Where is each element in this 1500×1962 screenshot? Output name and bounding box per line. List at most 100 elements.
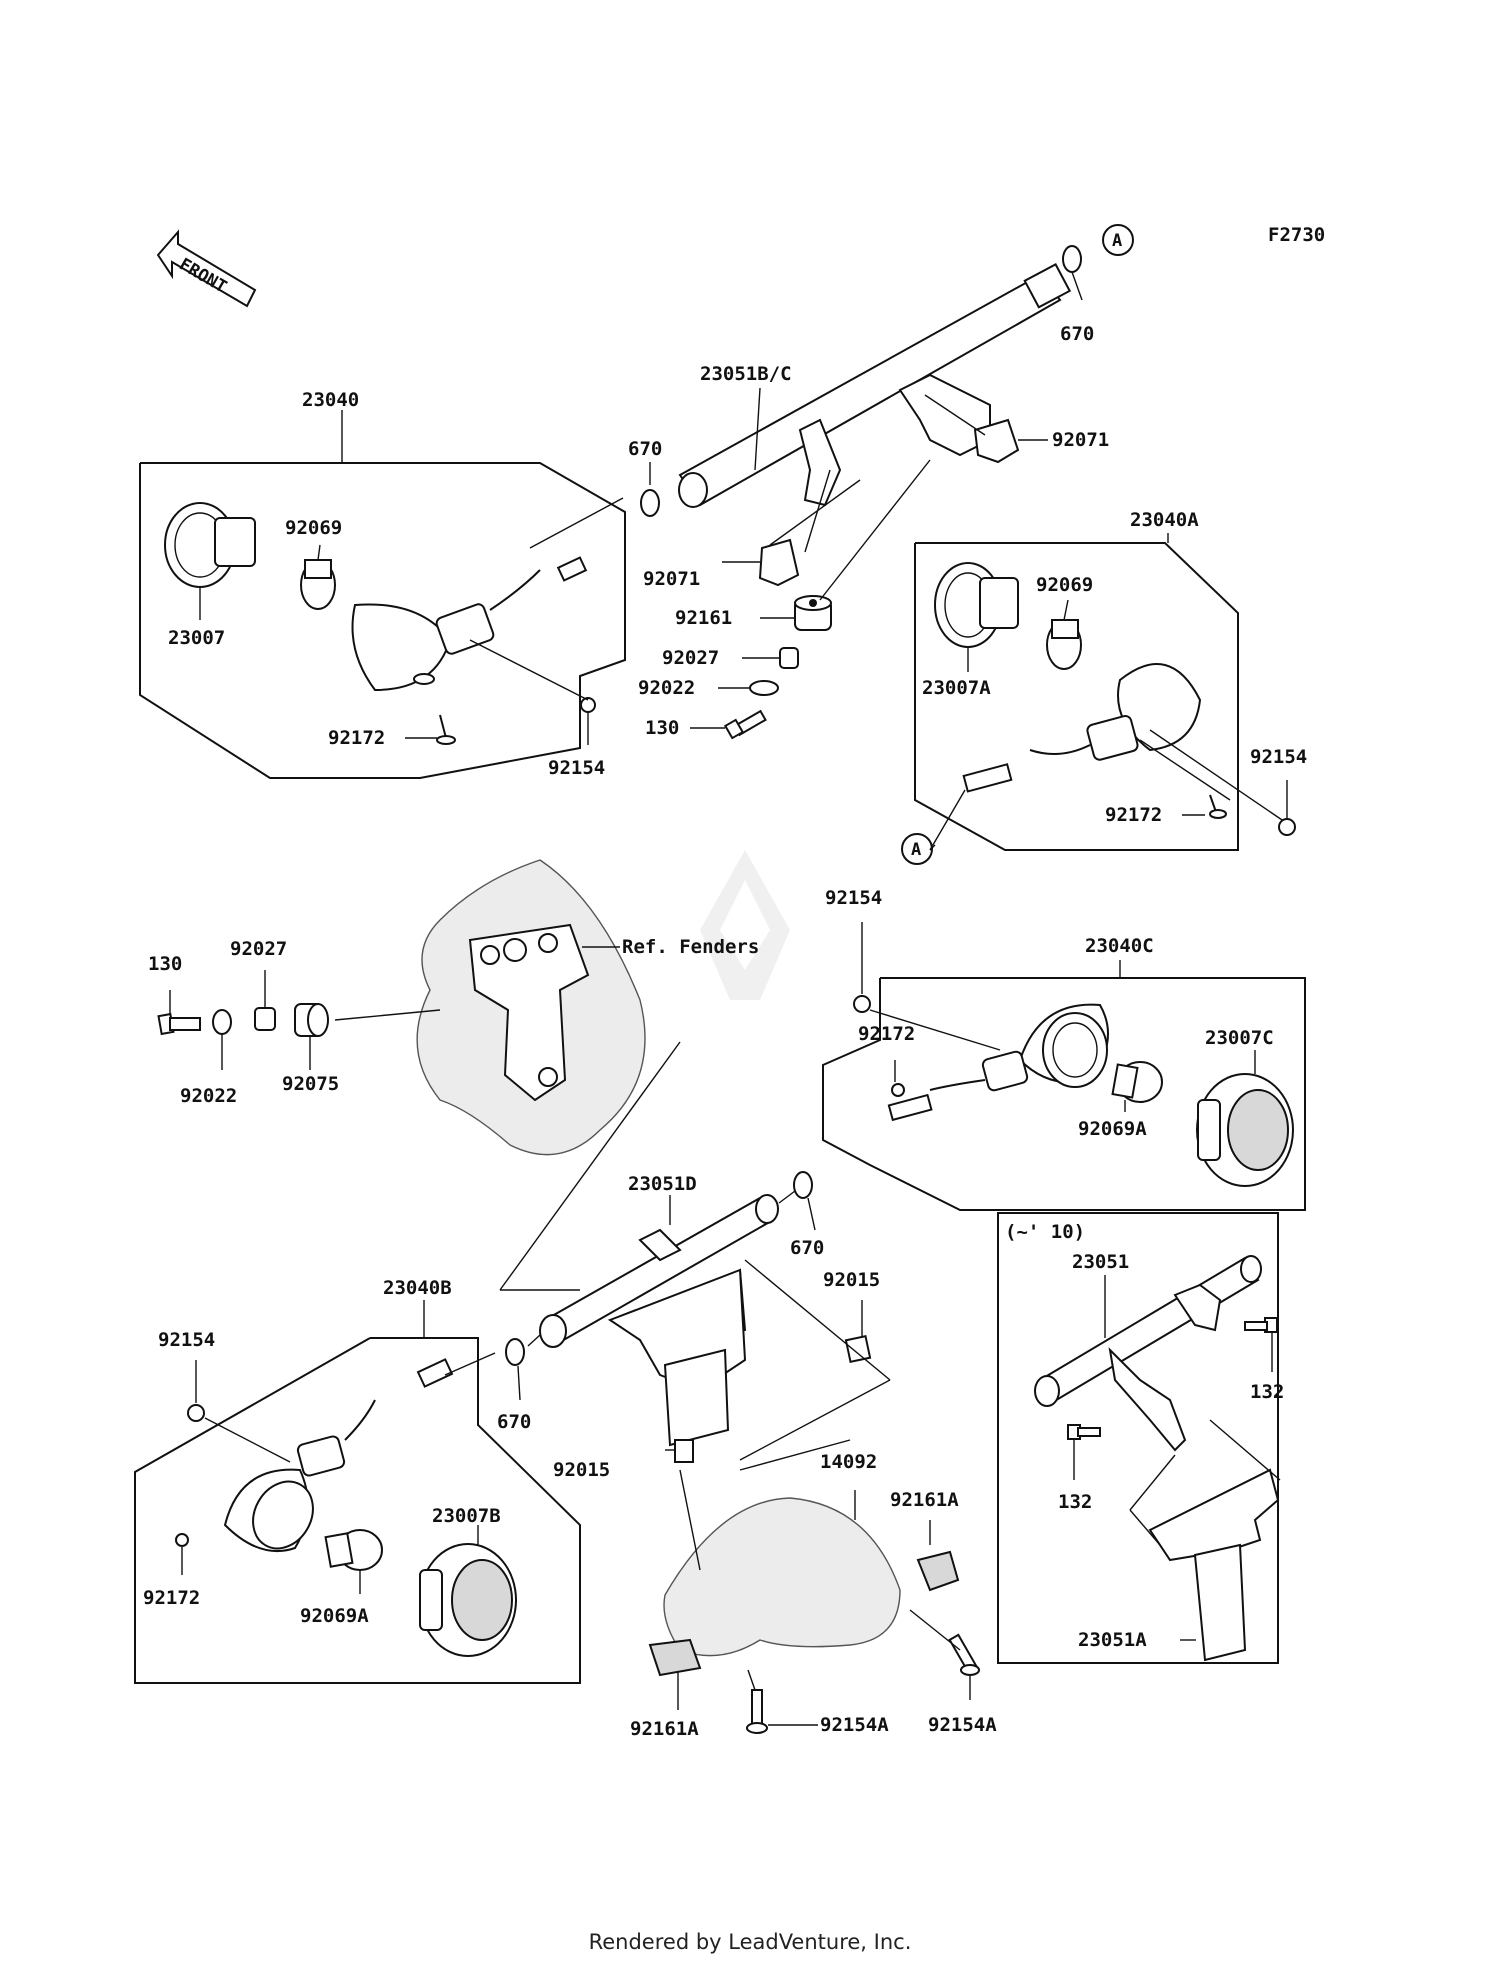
bulb-92069a-left — [324, 1529, 383, 1571]
label-132-right: 132 — [1250, 1381, 1284, 1403]
label-92069-right: 92069 — [1036, 574, 1093, 596]
fender-bracket-ref — [468, 923, 590, 1102]
label-23051a: 23051A — [1078, 1629, 1147, 1651]
screw-92154-mid-right — [853, 995, 871, 1013]
lens-23007 — [164, 502, 256, 588]
screw-92154-lower-left — [187, 1404, 205, 1422]
o-ring-670-top — [1062, 245, 1082, 273]
label-23007b: 23007B — [432, 1505, 501, 1527]
marker-a-top — [1102, 224, 1134, 256]
label-130-mid: 130 — [148, 953, 182, 975]
bolt-132-right — [1244, 1317, 1278, 1333]
pad-92161a-right — [916, 1550, 960, 1592]
label-92161a-left: 92161A — [630, 1718, 699, 1740]
housing-23040b — [223, 1358, 454, 1552]
housing-23040c — [887, 1003, 1109, 1122]
label-92069a-right: 92069A — [1078, 1118, 1147, 1140]
frame-23040a — [914, 542, 1239, 851]
label-92154-top: 92154 — [548, 757, 605, 779]
label-23007: 23007 — [168, 627, 225, 649]
label-23040a: 23040A — [1130, 509, 1199, 531]
screw-92154-top — [580, 697, 596, 713]
nut-92015-right — [844, 1334, 872, 1364]
washer-92022-top — [749, 680, 779, 696]
label-92027-mid: 92027 — [230, 938, 287, 960]
bulb-92069a-right — [1111, 1061, 1163, 1103]
label-92172-top: 92172 — [328, 727, 385, 749]
clip-92071-right — [973, 418, 1020, 464]
marker-a-top-label: A — [1112, 231, 1122, 251]
bar-23051 — [1034, 1255, 1262, 1452]
label-92015-right: 92015 — [823, 1269, 880, 1291]
label-670-a: 670 — [628, 438, 662, 460]
label-92069a-left: 92069A — [300, 1605, 369, 1627]
housing-23040a — [962, 663, 1202, 793]
grommet-92075 — [294, 1003, 329, 1037]
clip-92071-left — [758, 538, 800, 587]
label-92069-top: 92069 — [285, 517, 342, 539]
bolt-92154a-left — [746, 1689, 768, 1734]
label-23051: 23051 — [1072, 1251, 1129, 1273]
bolt-130-top — [723, 709, 767, 740]
front-arrow-icon: FRONT — [156, 229, 257, 308]
footer-credit: Rendered by LeadVenture, Inc. — [588, 1930, 912, 1954]
label-92027-top: 92027 — [662, 647, 719, 669]
pad-92161a-left — [648, 1638, 702, 1677]
label-92075: 92075 — [282, 1073, 339, 1095]
frame-23040c — [822, 977, 1306, 1211]
bolt-132-left — [1067, 1424, 1101, 1440]
screw-92172-top — [436, 714, 456, 745]
label-23051d: 23051D — [628, 1173, 697, 1195]
leadventure-watermark — [700, 850, 790, 1000]
rear-bar-23051bc — [678, 263, 1072, 508]
cover-14092 — [663, 1497, 901, 1657]
label-23007c: 23007C — [1205, 1027, 1274, 1049]
o-ring-670-mid — [793, 1171, 813, 1199]
label-92172-right: 92172 — [1105, 804, 1162, 826]
label-670-lower: 670 — [497, 1411, 531, 1433]
label-92071-left: 92071 — [643, 568, 700, 590]
nut-92015-left — [674, 1439, 694, 1463]
bulb-92069-right — [1046, 619, 1082, 670]
screw-92172-mid — [891, 1083, 905, 1097]
label-14092: 14092 — [820, 1451, 877, 1473]
lens-23007a — [934, 562, 1019, 648]
label-92022-top: 92022 — [638, 677, 695, 699]
frame-23040 — [139, 462, 626, 779]
label-23040c: 23040C — [1085, 935, 1154, 957]
marker-a-bottom-label: A — [911, 840, 921, 860]
label-92154-lower-left: 92154 — [158, 1329, 215, 1351]
label-92154-right: 92154 — [1250, 746, 1307, 768]
screw-92172-lower — [175, 1533, 189, 1547]
label-130-top: 130 — [645, 717, 679, 739]
label-92015-left: 92015 — [553, 1459, 610, 1481]
housing-23040 — [351, 556, 588, 692]
figure-code: F2730 — [1268, 224, 1325, 246]
label-92022-mid: 92022 — [180, 1085, 237, 1107]
label-132-left: 132 — [1058, 1491, 1092, 1513]
bulb-92069 — [300, 559, 336, 610]
frame-23040b — [134, 1337, 581, 1684]
label-23040b: 23040B — [383, 1277, 452, 1299]
grommet-92161 — [794, 595, 832, 631]
label-92172-lower: 92172 — [143, 1587, 200, 1609]
variant-box — [997, 1212, 1279, 1664]
collar-92027-top — [779, 647, 799, 669]
label-92154a-left: 92154A — [820, 1714, 889, 1736]
label-92154-mid-right: 92154 — [825, 887, 882, 909]
label-670-mid: 670 — [790, 1237, 824, 1259]
bolt-92154a-right — [948, 1633, 980, 1676]
label-92161a-right: 92161A — [890, 1489, 959, 1511]
lens-23007c — [1196, 1073, 1294, 1187]
label-23007a: 23007A — [922, 677, 991, 699]
screw-92172-right — [1209, 794, 1227, 819]
license-bracket-23051d — [607, 1268, 747, 1447]
ref-fenders-label: Ref. Fenders — [622, 936, 759, 958]
o-ring-670-lower — [505, 1338, 525, 1366]
label-92172-mid: 92172 — [858, 1023, 915, 1045]
label-92071-right: 92071 — [1052, 429, 1109, 451]
label-670-top: 670 — [1060, 323, 1094, 345]
collar-92027-mid — [254, 1007, 276, 1031]
o-ring-670-a — [640, 489, 660, 517]
